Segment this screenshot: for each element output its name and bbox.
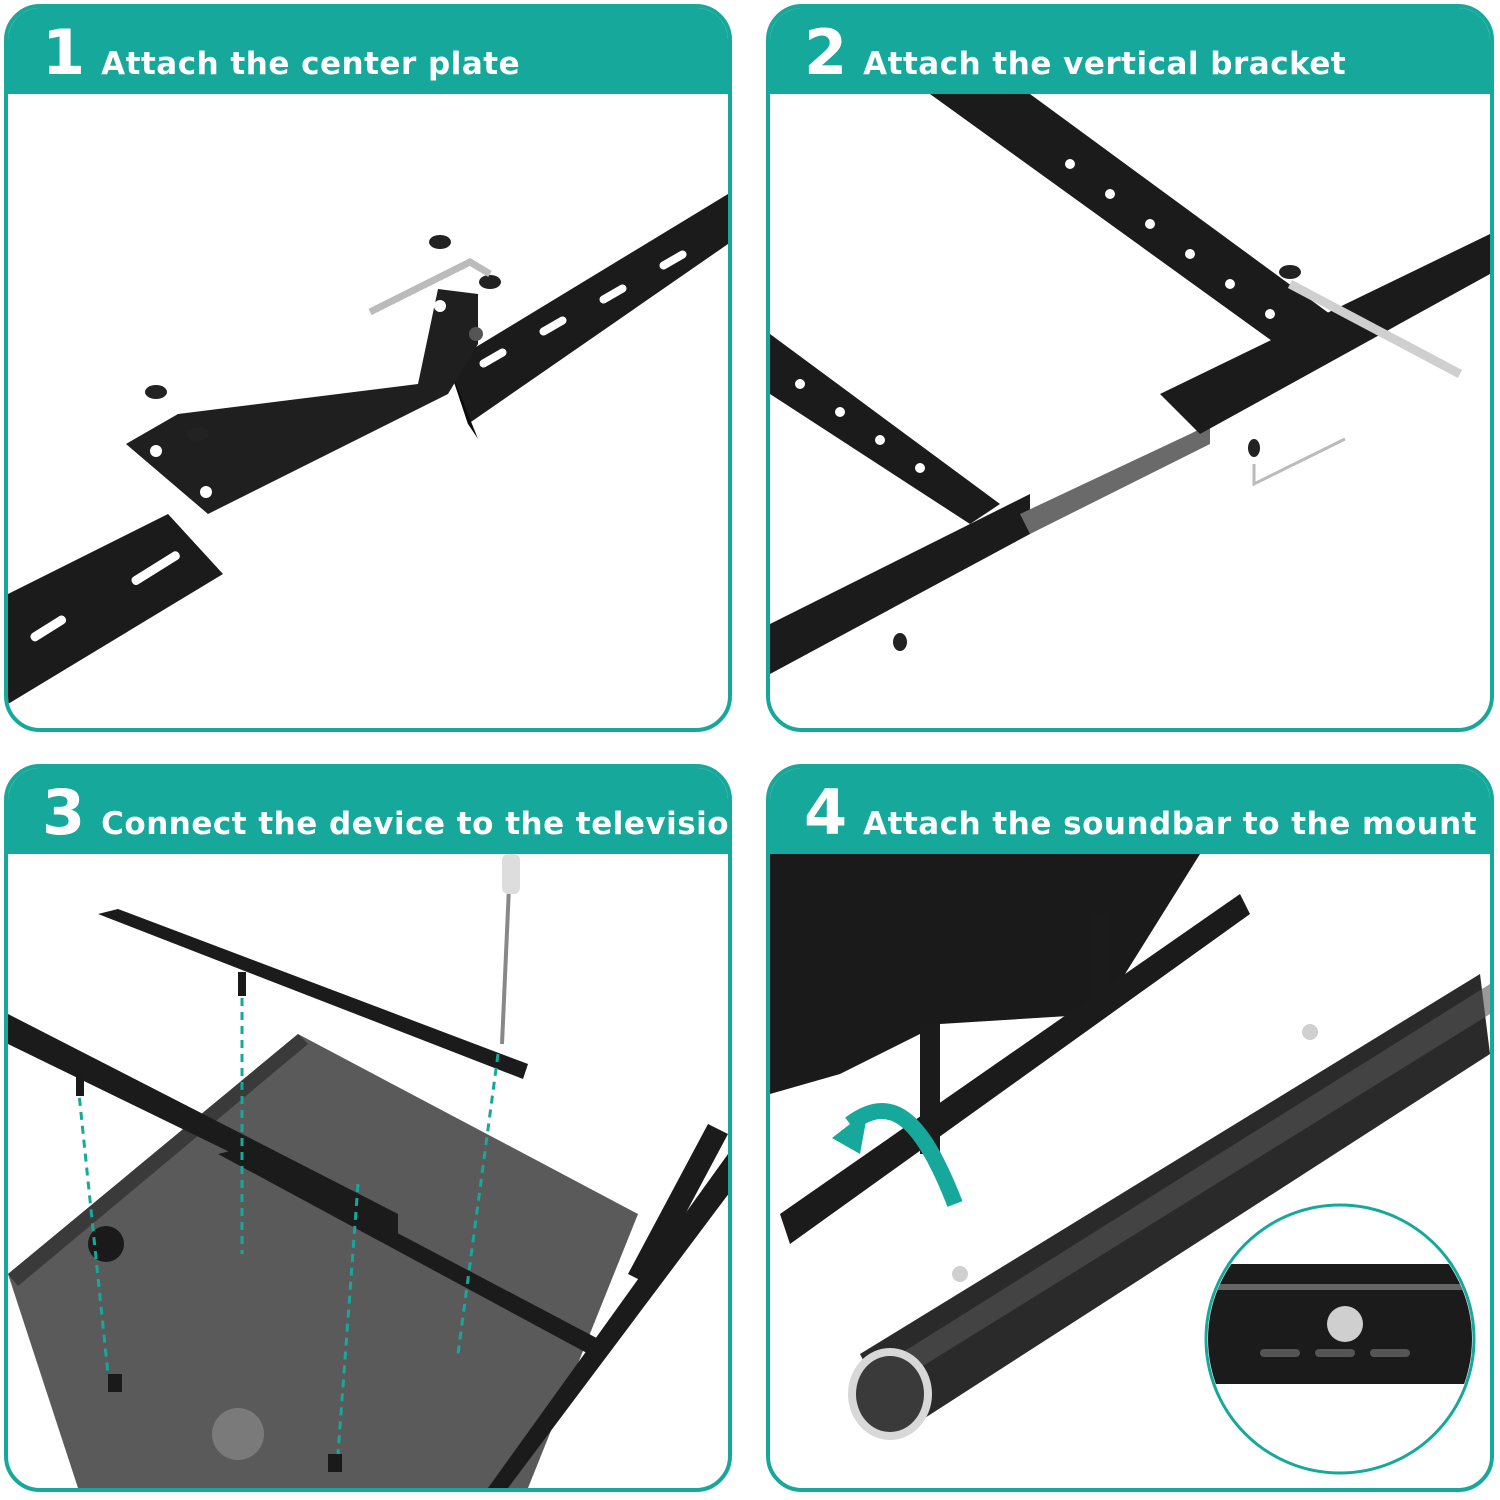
step-panel-1: 1 Attach the center plate — [4, 4, 732, 732]
screw-icon — [145, 235, 501, 441]
step-title-2: Attach the vertical bracket — [863, 46, 1347, 82]
step-panel-4: 4 Attach the soundbar to the mount — [766, 764, 1494, 1492]
step-title-4: Attach the soundbar to the mount — [863, 806, 1478, 842]
right-bracket — [448, 194, 728, 439]
bracket-holes — [795, 159, 1275, 473]
tv-bracket-upper — [98, 909, 528, 1079]
step-number-4: 4 — [804, 776, 848, 849]
center-plate-illustration — [8, 194, 728, 704]
step-panel-2: 2 Attach the vertical bracket — [766, 4, 1494, 732]
tv-connection-illustration — [8, 854, 728, 1488]
step-title-3: Connect the device to the television — [101, 806, 732, 842]
vertical-bracket-illustration — [770, 94, 1490, 674]
step-header-3: 3 Connect the device to the television — [8, 768, 728, 854]
step-title-1: Attach the center plate — [101, 46, 521, 82]
step-header-4: 4 Attach the soundbar to the mount — [770, 768, 1490, 854]
hex-key-icon — [368, 258, 492, 316]
soundbar-mount-illustration — [770, 854, 1490, 1475]
step-number-3: 3 — [42, 776, 86, 849]
screw-icon — [893, 265, 1301, 651]
wrench-icon — [1287, 280, 1463, 378]
mount-rail — [770, 494, 1030, 674]
alignment-guides — [76, 984, 500, 1455]
step-number-2: 2 — [804, 16, 848, 89]
tv-bracket-middle — [8, 1014, 398, 1234]
mount-rail-right — [1160, 234, 1490, 434]
left-bracket — [8, 514, 223, 704]
step-panel-3: 3 Connect the device to the television — [4, 764, 732, 1492]
zoom-inset — [1204, 1203, 1476, 1475]
peg-icon — [952, 1024, 1318, 1282]
step-header-2: 2 Attach the vertical bracket — [770, 8, 1490, 94]
tv-bracket-lower — [218, 1149, 608, 1359]
hex-key-icon — [1252, 437, 1346, 487]
center-plate — [1020, 424, 1210, 534]
step-header-1: 1 Attach the center plate — [8, 8, 728, 94]
step-number-1: 1 — [42, 16, 86, 89]
soundbar-mount — [780, 894, 1250, 1244]
center-plate — [126, 289, 483, 514]
screw-icon — [76, 972, 342, 1472]
vertical-bracket-lower — [770, 334, 1000, 524]
